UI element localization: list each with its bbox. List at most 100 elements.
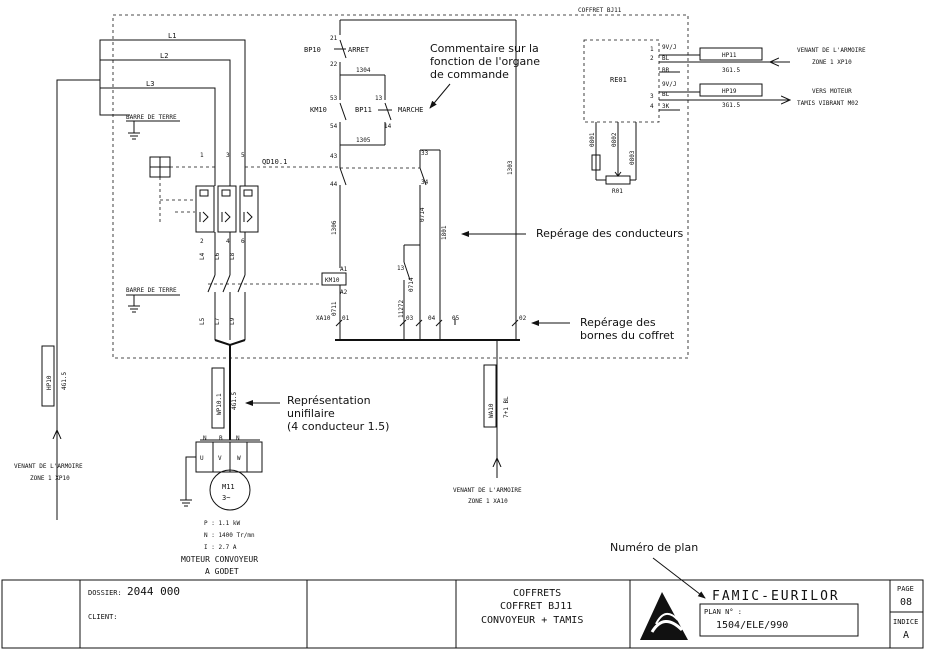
wire-0801: 0801 xyxy=(589,132,596,147)
breaker-term-5: 5 xyxy=(241,152,245,159)
relay-pin-1: 1 xyxy=(650,46,654,53)
earth-bar-top: BARRE DE TERRE xyxy=(126,114,180,140)
plan-number-label: PLAN N° : xyxy=(704,608,742,616)
term-34: 34 xyxy=(421,179,429,186)
term-44: 44 xyxy=(330,181,338,188)
coil-a2: A2 xyxy=(340,289,348,296)
relay-pin-3k: 3K xyxy=(662,103,670,110)
motor-name-1: MOTEUR CONVOYEUR xyxy=(181,555,258,564)
coil-a1: A1 xyxy=(340,266,348,273)
line-l1-label: L1 xyxy=(168,32,176,40)
terminal-03: 03 xyxy=(406,315,414,322)
right-from-cabinet-2: ZONE 1 XP10 xyxy=(812,59,852,66)
cable-hp11-tag: HP11 xyxy=(722,52,737,59)
cable-wa10-tag: WA10 xyxy=(488,403,495,418)
annotation-terminals-2: bornes du coffret xyxy=(580,329,675,342)
xa10-label: XA10 xyxy=(316,315,331,322)
relay-pin-9vj-2: 9V/J xyxy=(662,81,676,88)
wire-0803: 0803 xyxy=(629,150,636,165)
terminal-02: 02 xyxy=(519,315,527,322)
title-line-2: COFFRET BJ11 xyxy=(500,601,572,612)
relay-pin-4: 4 xyxy=(650,103,654,110)
page-label: PAGE xyxy=(897,585,914,593)
annotations: Commentaire sur la fonction de l'organe … xyxy=(245,42,706,599)
title-line-3: CONVOYEUR + TAMIS xyxy=(481,615,583,626)
cable-wp10-1-tag: WP10.1 xyxy=(216,393,223,415)
term-13: 13 xyxy=(375,95,383,102)
relay-pin-9vj-1: 9V/J xyxy=(662,44,676,51)
xa-from-cabinet-2: ZONE 1 XA10 xyxy=(468,498,508,505)
pot-r01-label: R01 xyxy=(612,188,623,195)
client-label: CLIENT: xyxy=(88,613,118,621)
xa-from-cabinet-1: VENANT DE L'ARMOIRE xyxy=(453,487,522,494)
breaker-term-2: 2 xyxy=(200,238,204,245)
wire-0711: 0711 xyxy=(331,301,338,316)
relay-pin-bl-2: BL xyxy=(662,91,670,98)
wire-1305: 1305 xyxy=(356,137,371,144)
line-l3-label: L3 xyxy=(146,80,154,88)
cable-hp10-spec: 4G1.5 xyxy=(61,372,68,390)
motor-term-v: V xyxy=(218,455,222,462)
annotation-plan-number: Numéro de plan xyxy=(610,541,698,554)
motor-term-u: U xyxy=(200,455,204,462)
cable-hp19-spec: 3G1.5 xyxy=(722,102,740,109)
right-cable-refs: HP11 3G1.5 HP19 3G1.5 VENANT DE L'ARMOIR… xyxy=(699,47,866,109)
annotation-single-2: unifilaire xyxy=(287,407,335,420)
plan-number-value: 1504/ELE/990 xyxy=(716,620,788,631)
to-motor-2: TAMIS VIBRANT M02 xyxy=(797,100,859,107)
left-from-cabinet-1: VENANT DE L'ARMOIRE xyxy=(14,463,83,470)
annotation-comment-2: fonction de l'organe xyxy=(430,55,540,68)
wire-l7: L7 xyxy=(214,317,221,325)
annotation-terminals-1: Repérage des xyxy=(580,316,656,329)
term-54: 54 xyxy=(330,123,338,130)
motor-speed: N : 1400 Tr/mn xyxy=(204,532,255,539)
breaker-term-6: 6 xyxy=(241,238,245,245)
motor-term-top-3: N xyxy=(236,435,240,442)
bp10-label: BP10 xyxy=(304,46,321,54)
earth-bar-bottom: BARRE DE TERRE xyxy=(126,287,180,313)
title-block: DOSSIER: 2044 000 CLIENT: COFFRETS COFFR… xyxy=(1,579,924,649)
motor-name-2: A GODET xyxy=(205,567,239,576)
contactor-power-contacts: L5 L7 L9 xyxy=(199,274,320,347)
cable-wa10-spec: 7+1 BL xyxy=(503,396,510,418)
company-logo xyxy=(640,592,688,640)
cable-hp19-tag: HP19 xyxy=(722,88,737,95)
to-motor-1: VERS MOTEUR xyxy=(812,88,852,95)
xa-cable: WA10 7+1 BL VENANT DE L'ARMOIRE ZONE 1 X… xyxy=(453,364,522,505)
motor-term-top-2: B xyxy=(219,435,223,442)
wire-1306: 1306 xyxy=(331,220,338,235)
line-l2-label: L2 xyxy=(160,52,168,60)
wire-l6: L6 xyxy=(214,252,221,260)
arret-label: ARRET xyxy=(348,46,370,54)
motor-term-top-1: N xyxy=(203,435,207,442)
left-from-cabinet-2: ZONE 1 XP10 xyxy=(30,475,70,482)
wire-l8: L8 xyxy=(229,252,236,260)
index-value: A xyxy=(903,630,909,641)
left-cable: HP10 4G1.5 VENANT DE L'ARMOIRE ZONE 1 XP… xyxy=(14,345,83,482)
motor-circle xyxy=(209,469,251,511)
motor-section: WP10.1 4G1.5 N B N U V W M11 3~ P : 1.1 … xyxy=(180,345,263,576)
wire-l4: L4 xyxy=(199,252,206,260)
terminal-01: 01 xyxy=(342,315,350,322)
index-label: INDICE xyxy=(893,618,918,626)
wire-1801: 1801 xyxy=(441,225,448,240)
page-value: 08 xyxy=(900,597,912,608)
wire-0714-b: 0714 xyxy=(408,277,415,292)
km10-aux-label: KM10 xyxy=(310,106,327,114)
annotation-conductors: Repérage des conducteurs xyxy=(536,227,683,240)
wire-l5: L5 xyxy=(199,317,206,325)
title-line-1: COFFRETS xyxy=(513,588,561,599)
breaker-term-3: 3 xyxy=(226,152,230,159)
motor-tag: M11 xyxy=(222,483,235,491)
breaker-label: QD10.1 xyxy=(262,158,287,166)
control-circuit: 21 BP10 ARRET 22 1304 KM10 53 54 BP11 MA… xyxy=(304,19,517,325)
wire-0714-a: 0714 xyxy=(419,207,426,222)
terminal-strip-xa10: XA10 01 03 04 05 02 xyxy=(316,315,527,460)
term-43: 43 xyxy=(330,153,338,160)
annotation-single-3: (4 conducteur 1.5) xyxy=(287,420,389,433)
earth-bar-top-label: BARRE DE TERRE xyxy=(126,114,177,121)
term-33: 33 xyxy=(421,150,429,157)
term-22: 22 xyxy=(330,61,338,68)
cable-hp10-tag: HP10 xyxy=(46,375,53,390)
